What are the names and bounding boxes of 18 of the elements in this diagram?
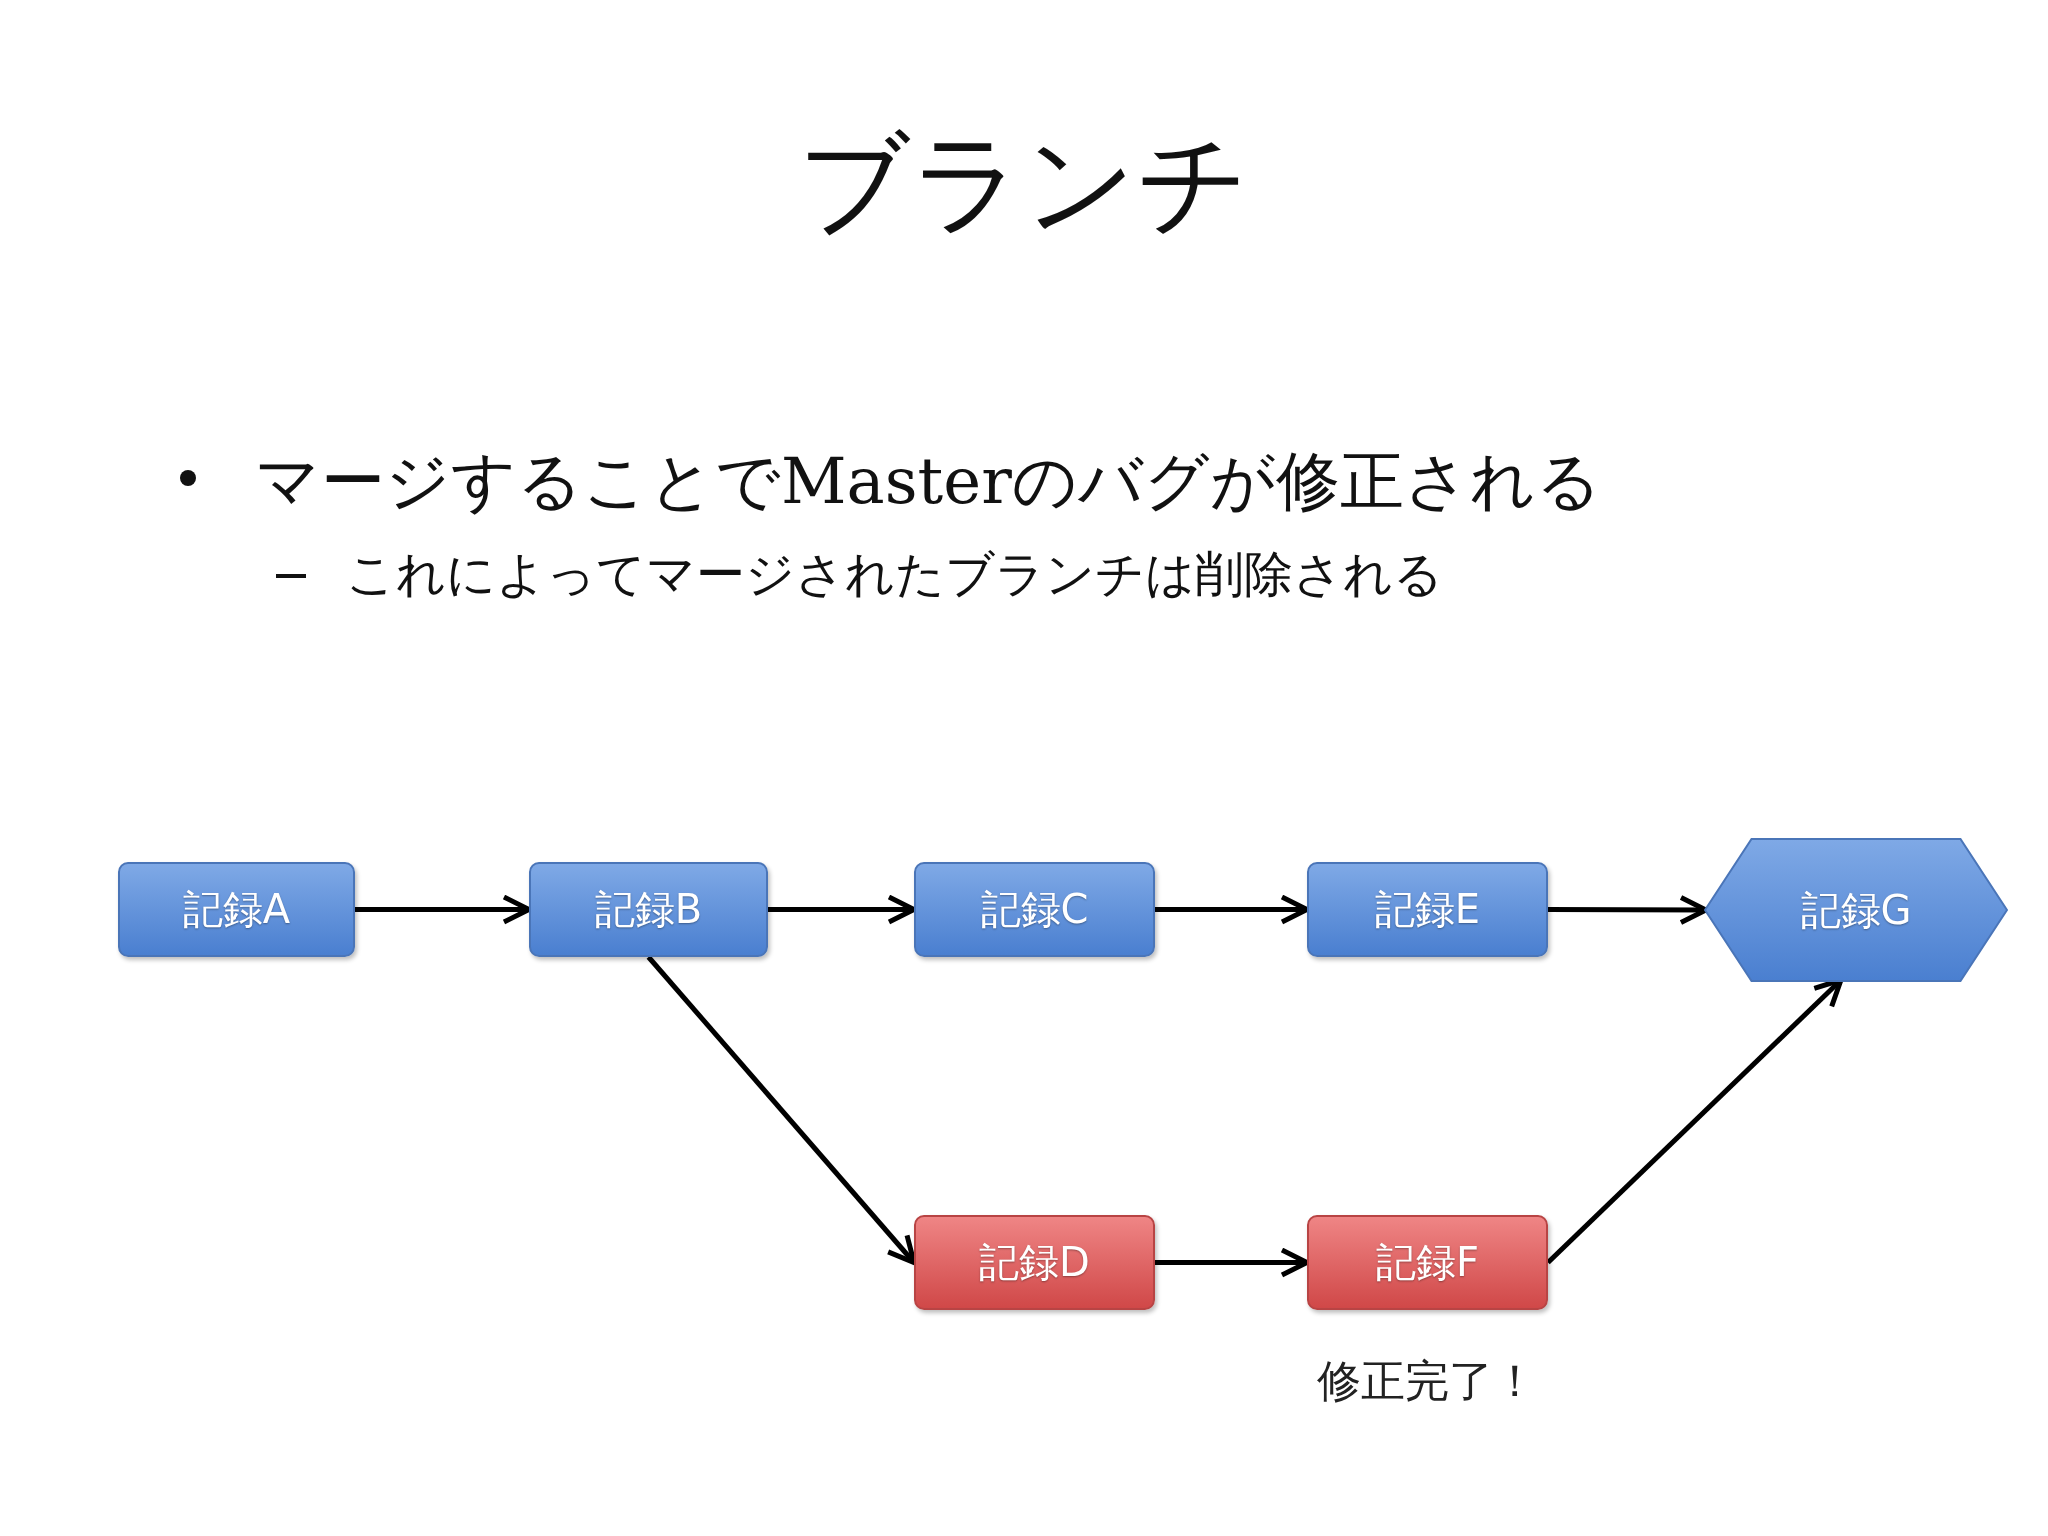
node-label: 記録E <box>1374 885 1481 934</box>
commit-box <box>1307 862 1548 957</box>
node-label: 記録F <box>1376 1238 1479 1287</box>
slide-title: ブランチ <box>797 118 1251 249</box>
hexagon-node <box>1704 838 2008 982</box>
commit-box <box>118 862 355 957</box>
bullet-text: マージすることでMasterのバグが修正される <box>255 443 1602 520</box>
node-label: 記録A <box>182 885 291 934</box>
node-label: 記録D <box>979 1238 1090 1287</box>
sub-bullet-text: これによってマージされたブランチは削除される <box>346 545 1443 605</box>
branch-commit-box <box>1307 1215 1548 1310</box>
commit-box <box>529 862 768 957</box>
node-label: 記録G <box>1800 885 1912 935</box>
node-label: 記録C <box>980 885 1089 934</box>
branch-commit-box <box>914 1215 1155 1310</box>
node-label: 記録B <box>594 885 703 934</box>
commit-box <box>914 862 1155 957</box>
node-note: 修正完了！ <box>1317 1354 1537 1408</box>
